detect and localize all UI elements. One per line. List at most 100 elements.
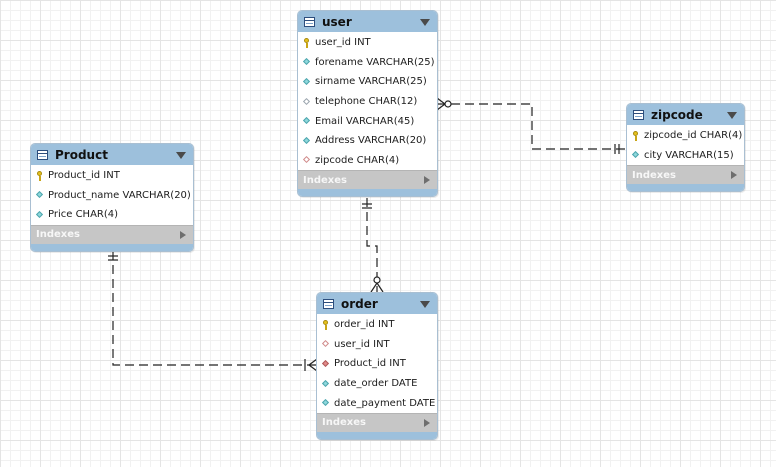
column-row[interactable]: user_id INT bbox=[298, 33, 437, 53]
column-label: Product_id INT bbox=[48, 170, 120, 182]
primary-key-icon bbox=[302, 37, 312, 48]
primary-key-icon bbox=[631, 130, 641, 141]
column-row[interactable]: city VARCHAR(15) bbox=[627, 146, 744, 166]
crows-foot-order-top bbox=[370, 276, 384, 293]
column-label: telephone CHAR(12) bbox=[315, 96, 418, 108]
indexes-label: Indexes bbox=[36, 229, 80, 241]
table-footer bbox=[627, 184, 744, 192]
column-label: Product_name VARCHAR(20) bbox=[48, 189, 191, 201]
column-diamond-icon bbox=[302, 77, 312, 87]
column-list: zipcode_id CHAR(4) city VARCHAR(15) bbox=[627, 125, 744, 165]
column-diamond-icon bbox=[321, 379, 331, 389]
table-icon bbox=[37, 149, 48, 160]
column-label: order_id INT bbox=[334, 319, 395, 331]
one-one-product-end bbox=[108, 255, 118, 261]
indexes-section[interactable]: Indexes bbox=[298, 170, 437, 190]
indexes-label: Indexes bbox=[303, 174, 347, 186]
table-icon bbox=[633, 109, 644, 120]
column-row[interactable]: Price CHAR(4) bbox=[31, 205, 193, 225]
column-row[interactable]: order_id INT bbox=[317, 315, 437, 335]
table-header[interactable]: user bbox=[298, 11, 437, 32]
column-diamond-icon bbox=[302, 136, 312, 146]
column-label: city VARCHAR(15) bbox=[644, 149, 734, 161]
collapse-arrow-icon[interactable] bbox=[420, 301, 430, 308]
column-diamond-icon bbox=[35, 210, 45, 220]
collapse-arrow-icon[interactable] bbox=[727, 112, 737, 119]
indexes-section[interactable]: Indexes bbox=[627, 165, 744, 185]
column-label: zipcode_id CHAR(4) bbox=[644, 130, 743, 142]
table-header[interactable]: Product bbox=[31, 144, 193, 165]
column-list: order_id INT user_id INT Product_id INT … bbox=[317, 314, 437, 413]
one-one-zipcode-end bbox=[614, 144, 620, 154]
column-row[interactable]: Address VARCHAR(20) bbox=[298, 131, 437, 151]
one-one-user-end bbox=[362, 203, 372, 209]
table-name: zipcode bbox=[651, 107, 703, 122]
column-row[interactable]: Product_name VARCHAR(20) bbox=[31, 186, 193, 206]
table-name: order bbox=[341, 296, 378, 311]
relationship-user-zipcode bbox=[437, 103, 627, 150]
crows-foot-order-left bbox=[304, 358, 318, 372]
indexes-section[interactable]: Indexes bbox=[31, 224, 193, 244]
table-name: Product bbox=[55, 147, 108, 162]
column-row[interactable]: user_id INT bbox=[317, 335, 437, 355]
column-label: forename VARCHAR(25) bbox=[315, 56, 435, 68]
column-label: zipcode CHAR(4) bbox=[315, 154, 400, 166]
crows-foot-user-end bbox=[436, 97, 452, 111]
table-order[interactable]: order order_id INT user_id INT Product_i… bbox=[316, 292, 438, 440]
column-label: user_id INT bbox=[315, 37, 371, 49]
collapse-arrow-icon[interactable] bbox=[420, 19, 430, 26]
table-icon bbox=[304, 16, 315, 27]
table-user[interactable]: user user_id INT forename VARCHAR(25) si… bbox=[297, 10, 438, 198]
column-row[interactable]: Product_id INT bbox=[31, 166, 193, 186]
table-footer bbox=[31, 243, 193, 251]
indexes-label: Indexes bbox=[632, 169, 676, 181]
nullable-diamond-icon bbox=[302, 97, 312, 107]
column-diamond-icon bbox=[35, 190, 45, 200]
foreign-key-filled-diamond-icon bbox=[321, 359, 331, 369]
column-row[interactable]: sirname VARCHAR(25) bbox=[298, 72, 437, 92]
table-header[interactable]: zipcode bbox=[627, 104, 744, 125]
column-label: Address VARCHAR(20) bbox=[315, 135, 427, 147]
column-label: Product_id INT bbox=[334, 358, 406, 370]
column-row[interactable]: date_order DATE bbox=[317, 374, 437, 394]
column-row[interactable]: Product_id INT bbox=[317, 354, 437, 374]
column-diamond-icon bbox=[321, 398, 331, 408]
column-label: date_order DATE bbox=[334, 378, 418, 390]
foreign-key-diamond-icon bbox=[302, 155, 312, 165]
table-footer bbox=[317, 431, 437, 439]
column-row[interactable]: date_payment DATE bbox=[317, 393, 437, 413]
expand-arrow-icon[interactable] bbox=[180, 230, 186, 239]
collapse-arrow-icon[interactable] bbox=[176, 152, 186, 159]
primary-key-icon bbox=[321, 319, 331, 330]
expand-arrow-icon[interactable] bbox=[424, 176, 430, 185]
table-footer bbox=[298, 189, 437, 197]
column-diamond-icon bbox=[631, 150, 641, 160]
indexes-section[interactable]: Indexes bbox=[317, 412, 437, 432]
column-list: user_id INT forename VARCHAR(25) sirname… bbox=[298, 32, 437, 170]
column-label: user_id INT bbox=[334, 338, 390, 350]
column-row[interactable]: telephone CHAR(12) bbox=[298, 92, 437, 112]
column-row[interactable]: zipcode_id CHAR(4) bbox=[627, 126, 744, 146]
column-row[interactable]: zipcode CHAR(4) bbox=[298, 151, 437, 171]
column-label: Email VARCHAR(45) bbox=[315, 115, 415, 127]
column-label: date_payment DATE bbox=[334, 397, 436, 409]
indexes-label: Indexes bbox=[322, 417, 366, 429]
column-diamond-icon bbox=[302, 116, 312, 126]
column-diamond-icon bbox=[302, 57, 312, 67]
column-row[interactable]: forename VARCHAR(25) bbox=[298, 53, 437, 73]
column-list: Product_id INT Product_name VARCHAR(20) … bbox=[31, 165, 193, 225]
column-label: Price CHAR(4) bbox=[48, 209, 119, 221]
foreign-key-diamond-icon bbox=[321, 339, 331, 349]
table-name: user bbox=[322, 14, 352, 29]
relationship-product-order bbox=[112, 251, 317, 366]
primary-key-icon bbox=[35, 170, 45, 181]
column-label: sirname VARCHAR(25) bbox=[315, 76, 427, 88]
table-icon bbox=[323, 298, 334, 309]
expand-arrow-icon[interactable] bbox=[424, 418, 430, 427]
expand-arrow-icon[interactable] bbox=[731, 171, 737, 180]
table-header[interactable]: order bbox=[317, 293, 437, 314]
table-product[interactable]: Product Product_id INT Product_name VARC… bbox=[30, 143, 194, 252]
column-row[interactable]: Email VARCHAR(45) bbox=[298, 111, 437, 131]
table-zipcode[interactable]: zipcode zipcode_id CHAR(4) city VARCHAR(… bbox=[626, 103, 745, 193]
